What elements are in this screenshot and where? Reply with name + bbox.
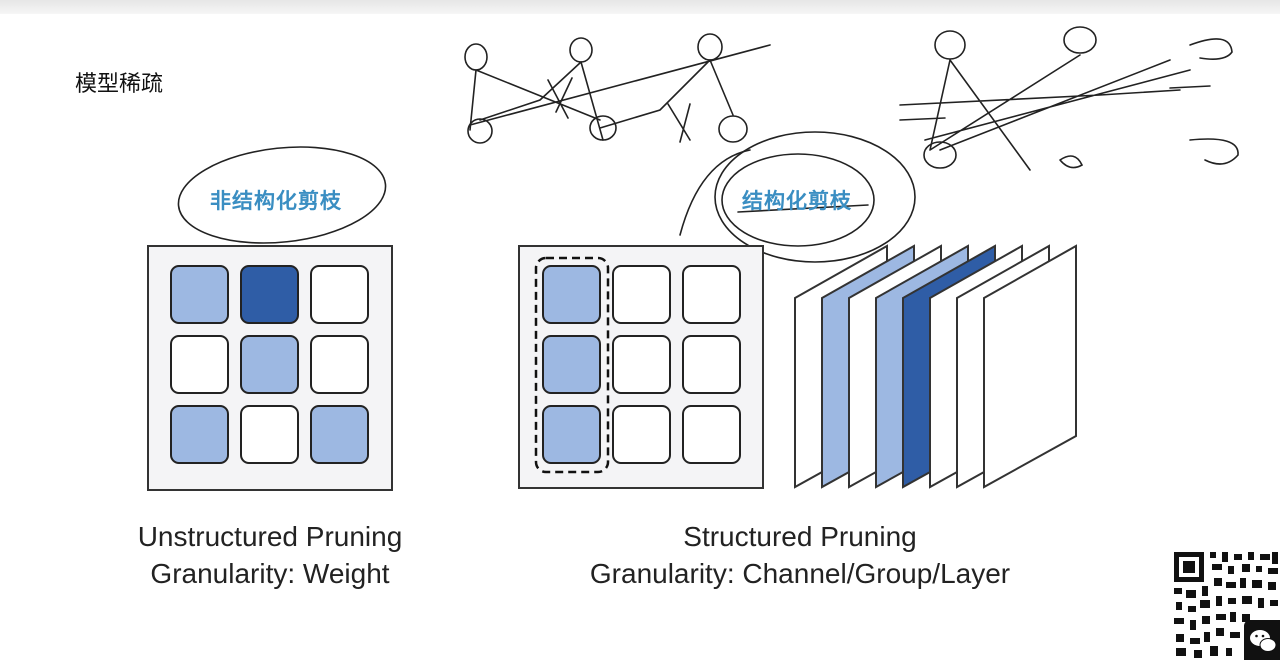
unstructured-caption: Unstructured Pruning Granularity: Weight — [110, 518, 430, 592]
unstructured-weight-cell — [240, 405, 299, 464]
structured-weight-cell — [682, 335, 741, 394]
unstructured-caption-granularity: Granularity: Weight — [150, 558, 390, 589]
unstructured-caption-title: Unstructured Pruning — [137, 521, 403, 552]
unstructured-weight-cell — [310, 405, 369, 464]
structured-weight-cell — [682, 405, 741, 464]
unstructured-weight-cell — [170, 335, 229, 394]
structured-weight-cell — [542, 335, 601, 394]
wechat-icon — [1244, 620, 1280, 660]
pruned-column-outline — [534, 256, 610, 474]
structured-caption-title: Structured Pruning — [683, 521, 917, 552]
unstructured-weight-cell — [170, 265, 229, 324]
unstructured-cells — [170, 265, 369, 464]
top-bar — [0, 0, 1280, 14]
qr-code-icon — [1172, 548, 1280, 660]
structured-weight-cell — [542, 405, 601, 464]
structured-cells — [542, 265, 741, 464]
qr-code-graphic — [1172, 548, 1280, 660]
unstructured-weight-cell — [240, 335, 299, 394]
structured-weight-cell — [542, 265, 601, 324]
wechat-icon-graphic — [1250, 630, 1277, 652]
handwritten-scribbles — [177, 26, 1239, 263]
unstructured-weight-cell — [310, 265, 369, 324]
unstructured-annotation: 非结构化剪枝 — [210, 189, 342, 213]
channel-layer-stack — [794, 244, 1077, 489]
structured-weight-cell — [682, 265, 741, 324]
structured-weight-cell — [612, 405, 671, 464]
structured-weight-cell — [612, 265, 671, 324]
unstructured-weight-cell — [240, 265, 299, 324]
page-title: 模型稀疏 — [75, 72, 164, 97]
unstructured-weight-cell — [310, 335, 369, 394]
structured-annotation: 结构化剪枝 — [742, 189, 852, 213]
structured-caption-granularity: Granularity: Channel/Group/Layer — [589, 558, 1011, 589]
channel-slice — [983, 244, 1077, 489]
structured-caption: Structured Pruning Granularity: Channel/… — [560, 518, 1040, 592]
structured-weight-cell — [612, 335, 671, 394]
unstructured-weight-cell — [170, 405, 229, 464]
